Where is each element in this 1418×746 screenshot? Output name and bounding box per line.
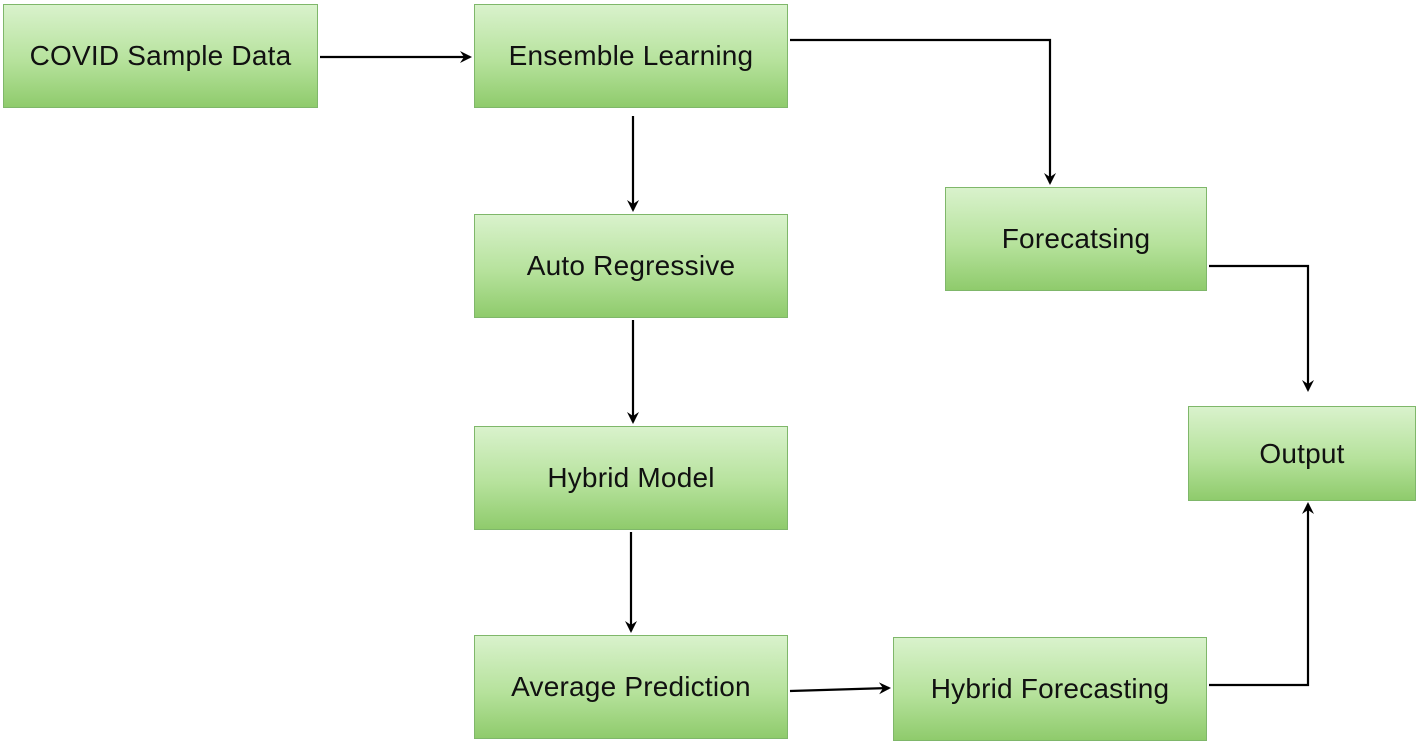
edge-forecasting-to-output [1209, 264, 1314, 392]
node-label: Hybrid Forecasting [930, 673, 1170, 704]
node-label: Average Prediction [511, 671, 751, 702]
node-hybrid-model: Hybrid Model [474, 426, 788, 530]
node-auto-regressive: Auto Regressive [474, 214, 788, 318]
node-label: COVID Sample Data [29, 40, 292, 71]
node-forecasting: Forecatsing [945, 187, 1207, 291]
node-covid-sample-data: COVID Sample Data [3, 4, 318, 108]
edge-average-to-hybrid-forecasting [789, 682, 891, 695]
edge-hybrid-forecasting-to-output [1209, 502, 1314, 687]
node-label: Ensemble Learning [508, 40, 754, 71]
node-label: Auto Regressive [526, 250, 736, 281]
node-hybrid-forecasting: Hybrid Forecasting [893, 637, 1207, 741]
node-output: Output [1188, 406, 1416, 501]
node-label: Hybrid Model [547, 462, 715, 493]
node-label: Forecatsing [1001, 223, 1151, 254]
edge-ensemble-to-forecasting [790, 38, 1056, 185]
node-label: Output [1259, 437, 1345, 469]
node-ensemble-learning: Ensemble Learning [474, 4, 788, 108]
node-average-prediction: Average Prediction [474, 635, 788, 739]
